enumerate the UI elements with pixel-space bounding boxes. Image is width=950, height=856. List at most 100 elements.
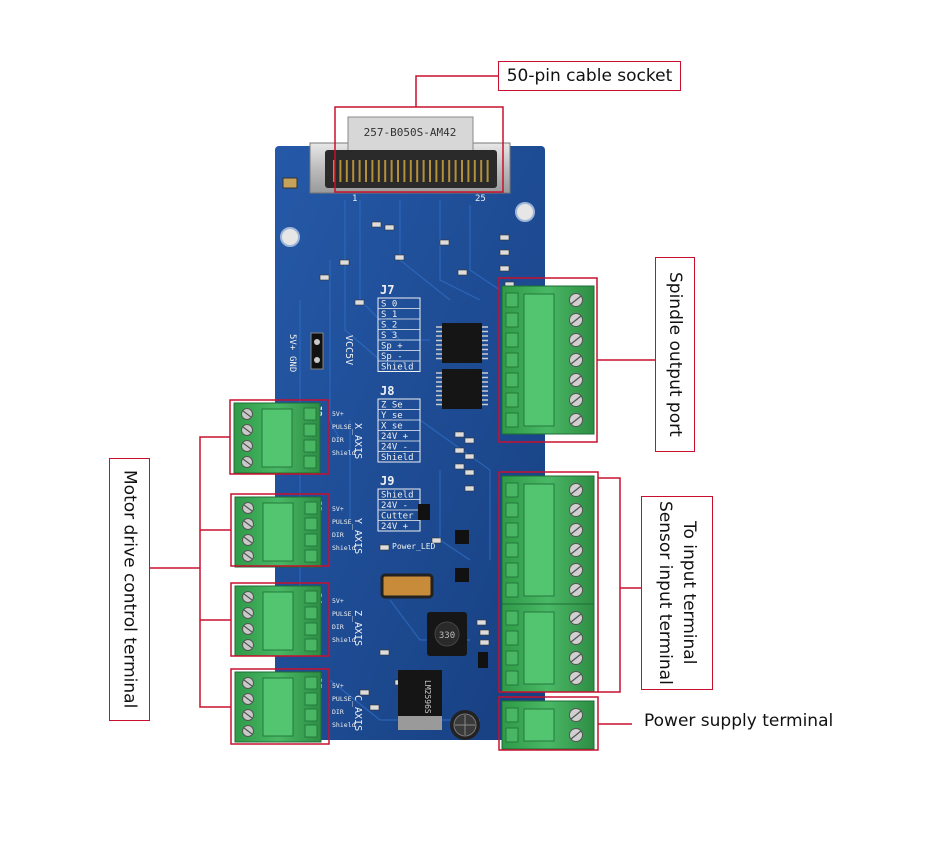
pin-label: S_1 (381, 310, 397, 320)
pin-label: S_2 (381, 321, 397, 331)
pin-label: 24V + (381, 522, 409, 532)
smd-part (476, 619, 487, 626)
axis-pin-label: 5V+ (332, 505, 344, 513)
axis-name-label: Y_AXIS (352, 518, 363, 554)
pin-label: 24V + (381, 432, 409, 442)
smd-part (499, 234, 510, 241)
smd-part (379, 544, 390, 551)
smd-part (319, 274, 330, 281)
smd-part (454, 463, 465, 470)
pin-label: S_0 (381, 300, 397, 310)
axis-pin-label: Shield (332, 636, 356, 644)
axis-name-label: Z_AXIS (352, 610, 363, 646)
smd-part (454, 431, 465, 438)
pin-label: 24V - (381, 501, 408, 511)
spindle-terminal (501, 285, 595, 435)
sensor-input-label-2: To input terminal (679, 521, 699, 665)
black-component (418, 504, 430, 520)
vcc-label: VCC5V (343, 335, 354, 365)
axis-pin-label: 5V+ (332, 682, 344, 690)
c-axis-terminal (234, 671, 322, 743)
axis-pin-label: DIR (332, 436, 344, 444)
black-component (455, 568, 469, 582)
axis-labels: J2X_AXIS5V+PULSEDIRShieldJ3Y_AXIS5V+PULS… (312, 405, 363, 731)
smd-part (454, 447, 465, 454)
x-axis-terminal (233, 402, 321, 474)
power-led-label: Power_LED (392, 542, 436, 551)
ic-chip-upper (436, 323, 488, 363)
terminal-blocks (233, 285, 595, 750)
pin-label: S_3 (381, 331, 397, 341)
smd-part (439, 239, 450, 246)
smd-part (464, 485, 475, 492)
smd-part (499, 249, 510, 256)
axis-pin-label: PULSE (332, 518, 352, 526)
axis-pin-label: PULSE (332, 423, 352, 431)
axis-name-label: C_AXIS (352, 695, 363, 731)
axis-pin-label: PULSE (332, 610, 352, 618)
axis-pin-label: 5V+ (332, 410, 344, 418)
connector-id-label: J8 (380, 384, 394, 398)
power-terminal (501, 700, 595, 750)
smd-part (379, 649, 390, 656)
pin-label: Shield (381, 453, 414, 463)
axis-pin-label: DIR (332, 623, 344, 631)
y-axis-terminal (234, 496, 322, 568)
smd-part (371, 221, 382, 228)
axis-name-label: X_AXIS (352, 423, 363, 459)
spindle-output-callout: Spindle output port (655, 257, 695, 452)
mounting-hole (280, 227, 300, 247)
pin-label: Shield (381, 491, 414, 501)
pin-label: X_se (381, 422, 403, 432)
pcb-board (275, 146, 545, 740)
power-header (310, 332, 324, 370)
orange-capacitor (380, 573, 434, 599)
smd-part (464, 469, 475, 476)
callout-lines (150, 75, 655, 725)
cable-socket-label: 50-pin cable socket (506, 66, 673, 86)
pin-label: Shield (381, 363, 414, 373)
pin-label: Cutter (381, 512, 414, 522)
pin-25-label: 25 (475, 194, 486, 204)
axis-pin-label: Shield (332, 544, 356, 552)
smd-capacitor (282, 177, 298, 189)
motor-drive-label: Motor drive control terminal (119, 470, 140, 709)
sensor-terminal (501, 475, 595, 605)
pin-label: 24V - (381, 443, 408, 453)
sensor-input-callout: Sensor input terminal To input terminal (641, 496, 713, 690)
pin-label: Z_Se (381, 401, 403, 411)
gnd-label: GND (287, 356, 297, 372)
svg-text:LM2596S: LM2596S (423, 680, 432, 714)
sensor-input-label: Sensor input terminal (655, 501, 675, 685)
connector-id-label: J7 (380, 283, 394, 297)
black-component (478, 652, 488, 668)
pin-1-label: 1 (352, 194, 357, 204)
smd-part (464, 453, 475, 460)
smd-part (369, 704, 380, 711)
voltage-regulator: LM2596S (398, 670, 442, 730)
ic-chip-lower (436, 369, 488, 409)
five-volt-label: 5V+ (287, 334, 297, 351)
highlight-boxes (229, 106, 599, 751)
cable-socket-connector (309, 116, 511, 194)
axis-pin-label: Shield (332, 721, 356, 729)
j9-terminal (501, 603, 595, 693)
smd-part (431, 537, 442, 544)
electrolytic-capacitor (450, 710, 480, 740)
axis-pin-label: Shield (332, 449, 356, 457)
motor-drive-callout: Motor drive control terminal (109, 458, 150, 721)
connector-part-number: 257-B050S-AM42 (364, 126, 457, 139)
svg-text:330: 330 (439, 631, 455, 641)
smd-part (457, 269, 468, 276)
axis-pin-label: 5V+ (332, 597, 344, 605)
black-component (455, 530, 469, 544)
axis-pin-label: DIR (332, 531, 344, 539)
power-supply-label: Power supply terminal (644, 711, 834, 731)
mounting-hole (515, 202, 535, 222)
smd-part (354, 299, 365, 306)
smd-part (499, 265, 510, 272)
